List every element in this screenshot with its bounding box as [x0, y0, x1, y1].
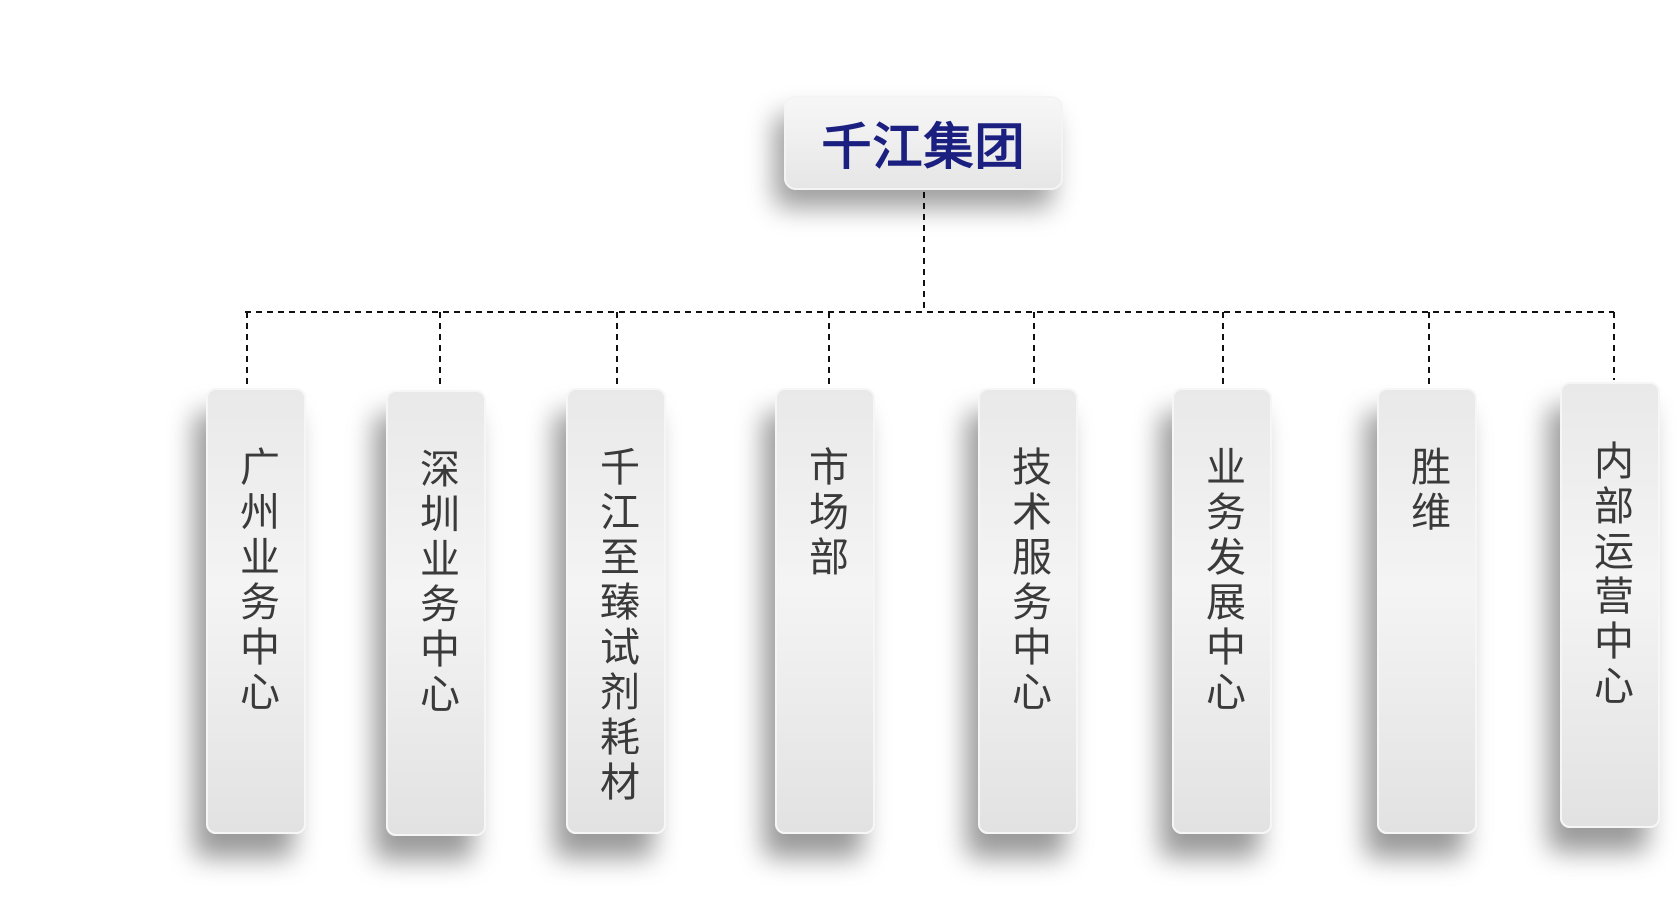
dept-label: 业务发展中心	[1199, 446, 1245, 716]
dept-node-marketing: 市场部	[775, 388, 875, 834]
dept-label: 市场部	[802, 446, 848, 581]
dept-label: 千江至臻试剂耗材	[593, 446, 639, 806]
root-node: 千江集团	[784, 96, 1063, 190]
dept-node-shengwei: 胜维	[1377, 388, 1477, 834]
dept-node-internal-ops: 内部运营中心	[1560, 382, 1660, 828]
dept-label: 技术服务中心	[1005, 446, 1051, 716]
dept-node-tech-service: 技术服务中心	[978, 388, 1078, 834]
dept-node-guangzhou: 广州业务中心	[206, 388, 306, 834]
dept-label: 深圳业务中心	[413, 448, 459, 718]
dept-label: 胜维	[1404, 446, 1450, 536]
dept-label: 广州业务中心	[233, 446, 279, 716]
dept-node-business-dev: 业务发展中心	[1172, 388, 1272, 834]
dept-label: 内部运营中心	[1587, 440, 1633, 710]
dept-node-shenzhen: 深圳业务中心	[386, 390, 486, 836]
root-title: 千江集团	[821, 118, 1026, 176]
dept-node-qianjiang-reagents: 千江至臻试剂耗材	[566, 388, 666, 834]
